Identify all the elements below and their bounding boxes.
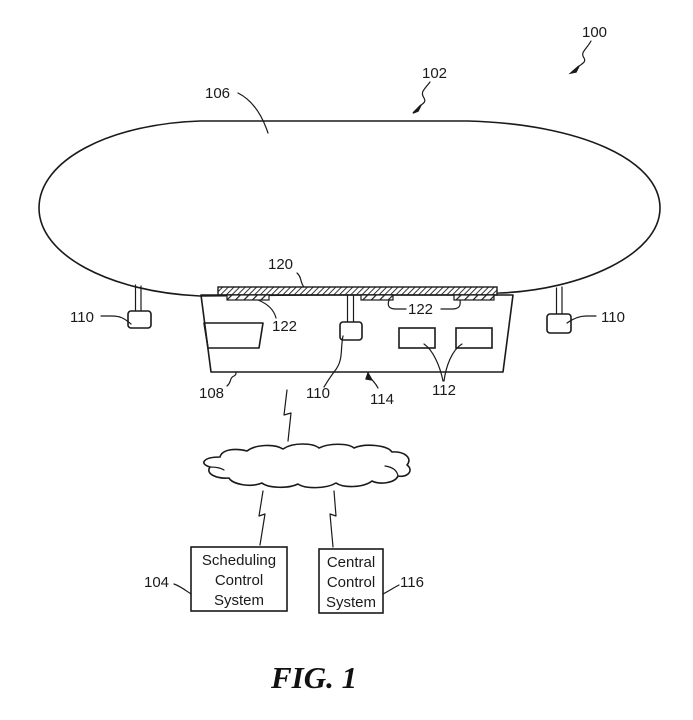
central-control-system-block: Central Control System	[318, 548, 384, 614]
pad-center	[360, 294, 394, 301]
ref-110-center-label: 110	[306, 385, 330, 402]
ref-112-leader-a	[423, 343, 444, 382]
ref-100-leader	[575, 40, 592, 70]
ref-116-leader	[382, 584, 400, 595]
engine-right-pod	[546, 313, 572, 334]
system-reference: 100	[568, 24, 607, 75]
ref-108-label: 108	[199, 385, 224, 402]
network-cloud	[203, 443, 411, 489]
gondola-compartment	[203, 322, 264, 349]
ref-122-left-leader	[257, 299, 277, 319]
ref-112-leader-b	[443, 343, 463, 382]
ref-110-left-label: 110	[70, 309, 94, 326]
engine-right	[546, 286, 572, 334]
engine-center-pod	[339, 321, 363, 341]
ref-116-label: 116	[400, 574, 424, 591]
ref-106-leader	[237, 92, 269, 134]
ref-100-label: 100	[582, 24, 607, 41]
scheduling-line-3: System	[214, 592, 264, 609]
airship-reference: 102	[412, 65, 447, 114]
central-control-system-box	[318, 548, 384, 614]
rail	[217, 286, 498, 296]
central-line-3: System	[326, 594, 376, 611]
ref-114-label: 114	[370, 391, 394, 408]
engine-left-pod	[127, 310, 152, 329]
figure-caption: FIG. 1	[270, 660, 357, 695]
pad-left	[226, 294, 270, 301]
central-line-1: Central	[327, 554, 375, 571]
ref-114-arrowhead	[365, 371, 374, 381]
ref-102-leader	[417, 81, 431, 109]
component-a	[398, 327, 436, 349]
ref-104-leader	[173, 583, 192, 595]
ref-108-leader	[226, 371, 237, 387]
component-b	[455, 327, 493, 349]
ref-102-arrowhead	[412, 104, 422, 114]
scheduling-line-2: Control	[215, 572, 263, 589]
wireless-link-airship	[283, 389, 292, 442]
ref-120-leader	[296, 272, 305, 288]
engine-left	[127, 284, 152, 329]
ref-106-label: 106	[205, 85, 230, 102]
ref-110-center-leader	[323, 335, 344, 388]
pad-right	[453, 294, 495, 301]
engine-center	[339, 294, 363, 341]
ref-122-right-label: 122	[408, 301, 433, 318]
scheduling-line-1: Scheduling	[202, 552, 276, 569]
ref-112-label: 112	[432, 382, 456, 399]
cloud-inner-curve-right	[384, 465, 399, 477]
scheduling-control-system-box	[190, 546, 288, 612]
ref-100-arrowhead	[568, 65, 580, 75]
ref-110-left-leader	[100, 315, 132, 325]
ref-122-right-leader-a	[387, 299, 407, 310]
ref-110-right-label: 110	[601, 309, 625, 326]
ref-122-left-label: 122	[272, 318, 297, 335]
cloud-inner-curve-left	[209, 466, 225, 471]
wireless-link-central	[329, 490, 337, 548]
envelope	[38, 120, 661, 297]
central-line-2: Control	[327, 574, 375, 591]
scheduling-control-system-block: Scheduling Control System	[190, 546, 288, 612]
ref-102-label: 102	[422, 65, 447, 82]
ref-120-label: 120	[268, 256, 293, 273]
ref-104-label: 104	[144, 574, 169, 591]
ref-122-right-leader-b	[440, 299, 461, 310]
ref-110-right-leader	[566, 315, 597, 324]
wireless-link-scheduling	[258, 490, 266, 546]
